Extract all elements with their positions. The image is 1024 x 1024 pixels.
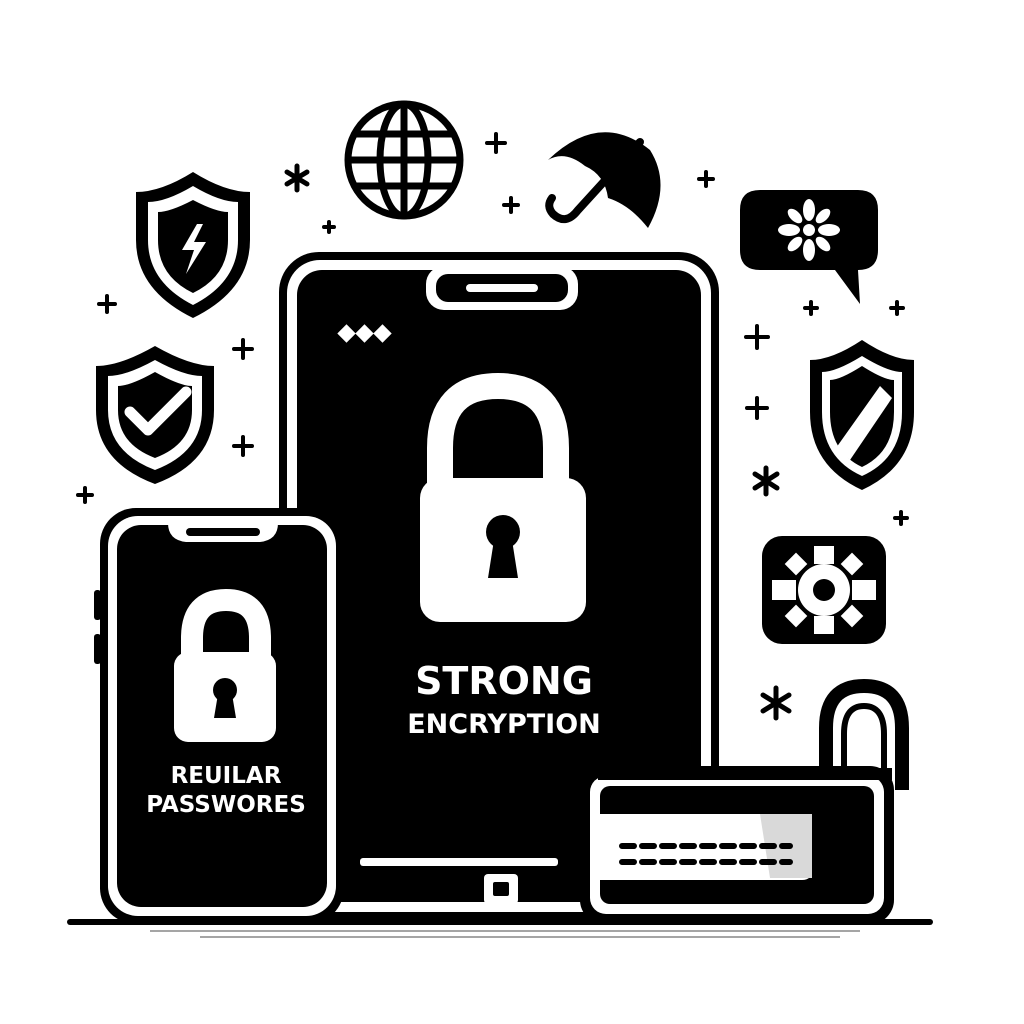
asterisk-sparkle-icon — [284, 163, 792, 721]
phone-subtitle: PASSWORES — [146, 792, 306, 818]
phone-device: REUILAR PASSWORES — [94, 508, 344, 924]
striped-shield-icon — [810, 340, 914, 490]
lightning-shield-icon — [136, 172, 250, 318]
phone-side-button — [94, 590, 101, 620]
tablet-title: STRONG — [415, 659, 593, 703]
chat-bubble-icon — [740, 190, 878, 304]
ground-line — [67, 919, 933, 938]
padlock-icon — [420, 372, 586, 622]
phone-title: REUILAR — [171, 763, 282, 789]
padlock-icon — [174, 588, 276, 742]
card-number-dashes — [619, 843, 793, 865]
checkmark-shield-icon — [96, 346, 214, 484]
tablet-device: STRONG ENCRYPTION — [279, 252, 719, 920]
tablet-home-bar — [360, 858, 558, 866]
sparkle-icon — [76, 132, 909, 526]
flower-icon — [778, 199, 840, 261]
tablet-dots-icon — [337, 324, 392, 343]
globe-icon — [344, 100, 464, 220]
phone-side-button — [94, 634, 101, 664]
tablet-subtitle: ENCRYPTION — [407, 709, 601, 740]
credit-card-icon — [580, 678, 909, 924]
umbrella-icon — [545, 132, 661, 228]
gear-icon — [762, 536, 886, 644]
